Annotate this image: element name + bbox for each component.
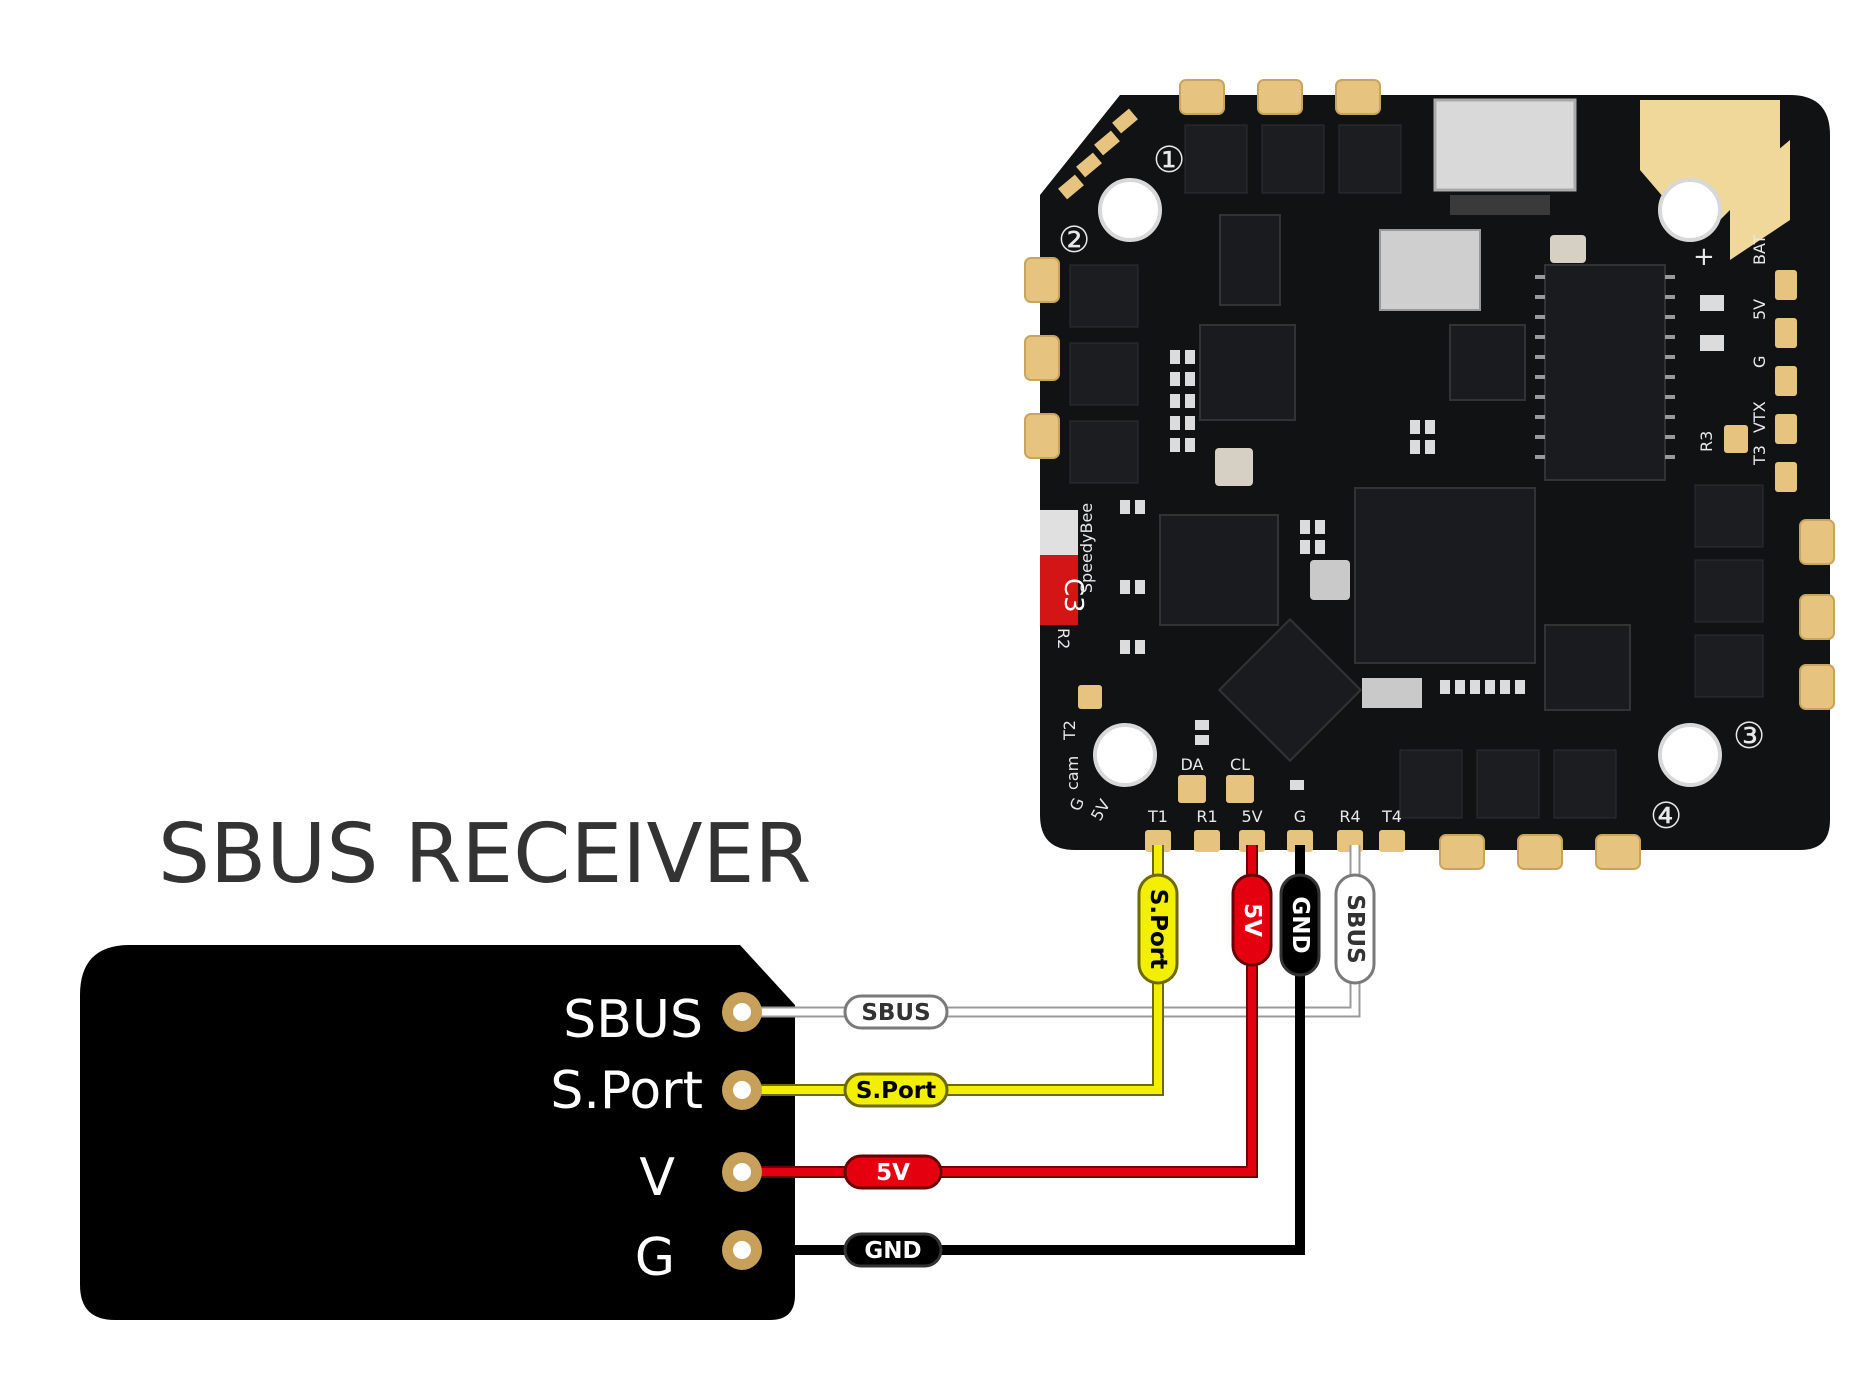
corner-number-3: ③	[1733, 716, 1765, 757]
cl-pad	[1226, 775, 1254, 803]
bat-label: BAT	[1750, 234, 1769, 265]
pad-r1	[1194, 830, 1220, 852]
left-g-label: G	[1066, 795, 1088, 813]
tag-sport-horizontal	[843, 1072, 949, 1108]
tag-gnd-vertical	[1279, 873, 1321, 977]
da-label: DA	[1181, 755, 1204, 774]
receiver-pin-label-g: G	[635, 1228, 675, 1288]
tag-sport-horizontal-text: S.Port	[856, 1078, 936, 1104]
pad-label-5v: 5V	[1241, 807, 1262, 826]
plus-label: +	[1693, 242, 1715, 272]
pad-label-r1: R1	[1196, 807, 1217, 826]
c3-label: C3	[1058, 578, 1088, 613]
receiver-pin-label-sbus: SBUS	[563, 990, 703, 1050]
cam-label: cam	[1063, 756, 1082, 790]
receiver-pin-label-sport: S.Port	[550, 1061, 703, 1121]
receiver-pins	[722, 992, 762, 1270]
tag-sbus-vertical-text: SBUS	[1342, 894, 1368, 963]
tag-gnd-horizontal-text: GND	[864, 1238, 921, 1264]
mount-hole-3	[1093, 723, 1157, 787]
wire-gnd	[742, 845, 1305, 1255]
vtx-label: VTX	[1750, 401, 1769, 433]
tag-5v-vertical	[1231, 873, 1273, 967]
capacitor-c3	[1040, 555, 1078, 625]
mount-hole-2	[1658, 178, 1722, 242]
t2-label: T2	[1060, 720, 1079, 741]
pad-label-t4: T4	[1381, 807, 1402, 826]
corner-number-4: ④	[1650, 796, 1682, 837]
right-g-label: G	[1750, 356, 1769, 368]
pad-label-g: G	[1294, 807, 1306, 826]
pad-g	[1287, 830, 1313, 852]
wire-tags: SBUS S.Port 5V GND S.Port 5V GND SBUS	[843, 873, 1376, 1268]
mount-hole-1	[1098, 178, 1162, 242]
sbus-receiver-module: SBUS S.Port V G	[80, 945, 795, 1320]
corner-number-2: ②	[1058, 220, 1090, 261]
brand-label: SpeedyBee	[1077, 503, 1096, 593]
tag-sbus-horizontal-text: SBUS	[861, 1000, 930, 1026]
tag-sport-vertical-text: S.Port	[1145, 889, 1171, 969]
receiver-pin-label-v: V	[639, 1148, 675, 1208]
tag-5v-horizontal-text: 5V	[876, 1160, 910, 1186]
tag-5v-vertical-text: 5V	[1239, 903, 1265, 937]
flight-controller-board: C3 R2 SpeedyBee T2 cam G 5V + BAT 5V G V…	[1024, 79, 1835, 870]
r2-label: R2	[1054, 628, 1073, 649]
right-5v-label: 5V	[1750, 299, 1769, 320]
tag-sport-vertical	[1137, 873, 1179, 985]
mount-hole-4	[1658, 723, 1722, 787]
tag-sbus-horizontal	[843, 994, 949, 1030]
tag-gnd-horizontal	[843, 1232, 943, 1268]
pad-label-t1: T1	[1147, 807, 1168, 826]
corner-number-1: ①	[1153, 140, 1185, 181]
tag-5v-horizontal	[843, 1154, 943, 1190]
pad-label-r4: R4	[1339, 807, 1360, 826]
tag-sbus-vertical	[1334, 873, 1376, 985]
pad-t1	[1145, 830, 1171, 852]
pad-5v	[1239, 830, 1265, 852]
da-pad	[1178, 775, 1206, 803]
tag-gnd-vertical-text: GND	[1287, 896, 1313, 953]
diagram-title: SBUS RECEIVER	[158, 807, 811, 902]
t2-pad	[1078, 685, 1102, 709]
cl-label: CL	[1230, 755, 1250, 774]
pad-t4	[1379, 830, 1405, 852]
r3-label: R3	[1697, 431, 1716, 452]
t3-label: T3	[1750, 445, 1769, 466]
